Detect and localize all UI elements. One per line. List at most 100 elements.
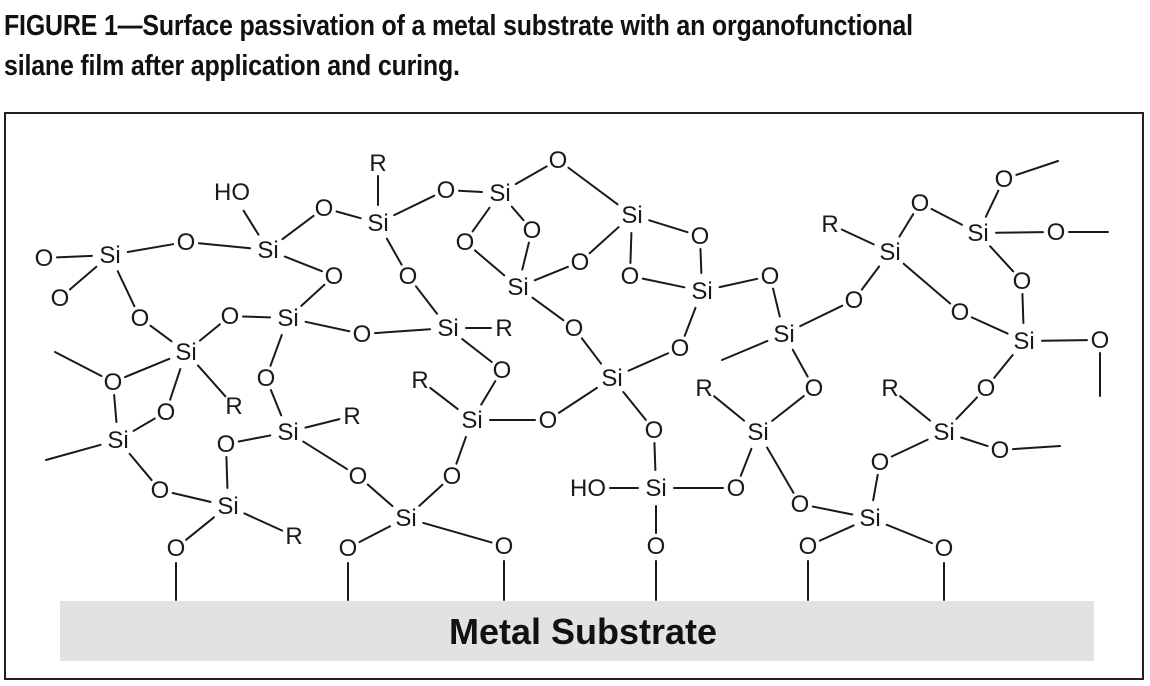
oxygen-atom: O [353, 321, 372, 348]
bond-line [124, 357, 171, 379]
oxygen-atom: O [35, 245, 54, 272]
silicon-atom: Si [217, 493, 238, 520]
oxygen-atom: O [935, 535, 954, 562]
bond-lines [45, 160, 1109, 601]
silicon-atom: Si [933, 419, 954, 446]
bond-line [422, 521, 493, 544]
organic-group: R [285, 523, 302, 550]
bond-line [283, 255, 323, 273]
bond-line [840, 228, 875, 246]
silicon-atom: Si [367, 210, 388, 237]
silicon-atom: Si [1013, 328, 1034, 355]
bond-line [126, 243, 175, 253]
bond-line [171, 491, 212, 503]
silicon-atom: Si [773, 321, 794, 348]
bond-line [622, 391, 647, 421]
bond-line [627, 352, 670, 372]
oxygen-atom: O [1047, 219, 1066, 246]
bond-line [196, 364, 227, 398]
silicon-atom: Si [99, 242, 120, 269]
organic-group: R [369, 150, 386, 177]
oxygen-atom: O [167, 535, 186, 562]
oxygen-atom: O [325, 263, 344, 290]
oxygen-atom: O [645, 417, 664, 444]
bond-line [718, 277, 759, 289]
bond-line [510, 205, 525, 222]
bond-line [185, 516, 215, 541]
bond-line [366, 483, 394, 508]
bond-line [641, 277, 686, 289]
bond-line [514, 165, 548, 186]
oxygen-atom: O [911, 190, 930, 217]
oxygen-atom: O [647, 533, 666, 560]
oxygen-atom: O [951, 299, 970, 326]
silicon-atom: Si [489, 180, 510, 207]
bond-line [480, 380, 497, 406]
bond-line [304, 320, 351, 333]
bond-line [414, 285, 439, 315]
bond-line [739, 447, 753, 477]
bond-line [461, 338, 493, 364]
bond-line [811, 505, 854, 516]
bond-line [930, 207, 964, 226]
diagram-frame [4, 112, 1144, 680]
metal-substrate [60, 601, 1094, 661]
silicon-atom: Si [747, 419, 768, 446]
bond-line [243, 512, 284, 532]
oxygen-atom: O [565, 315, 584, 342]
silicon-atom: Si [257, 237, 278, 264]
bond-line [860, 265, 881, 291]
methyl-bond-line [54, 351, 103, 378]
organic-group: R [881, 375, 898, 402]
oxygen-atom: O [104, 369, 123, 396]
bond-line [984, 189, 1000, 218]
methyl-bond-line [1011, 445, 1061, 451]
organic-group: R [821, 211, 838, 238]
bond-line [699, 247, 703, 275]
silicon-atom: Si [691, 278, 712, 305]
bond-line [197, 242, 252, 250]
silicon-atom: Si [277, 305, 298, 332]
bond-line [899, 395, 932, 422]
bond-line [241, 315, 272, 319]
oxygen-atom: O [1013, 268, 1032, 295]
silicon-atom: Si [645, 475, 666, 502]
oxygen-atom: O [539, 407, 558, 434]
bond-line [772, 287, 781, 318]
bond-line [567, 166, 619, 206]
oxygen-atom: O [221, 303, 240, 330]
bond-line [960, 436, 989, 448]
bond-line [588, 226, 620, 255]
bond-line [683, 306, 697, 337]
bond-line [113, 393, 118, 424]
bond-line [653, 441, 657, 472]
oxygen-atom: O [339, 535, 358, 562]
bond-line [418, 483, 444, 507]
bond-line [993, 353, 1014, 379]
oxygen-atom: O [799, 533, 818, 560]
oxygen-atom: O [691, 223, 710, 250]
oxygen-atom: O [177, 229, 196, 256]
hydroxyl-group: HO [214, 179, 250, 206]
bond-line [335, 210, 362, 220]
bond-line [149, 324, 173, 343]
oxygen-atom: O [443, 463, 462, 490]
oxygen-atom: O [871, 449, 890, 476]
bond-line [455, 435, 467, 465]
bond-line [629, 231, 633, 265]
organic-group: R [495, 315, 512, 342]
silicon-atom: Si [621, 202, 642, 229]
silicon-atom: Si [107, 427, 128, 454]
oxygen-atom: O [805, 375, 824, 402]
bond-line [521, 241, 530, 271]
oxygen-atom: O [727, 475, 746, 502]
bond-line [557, 386, 598, 414]
bond-line [55, 254, 94, 259]
oxygen-atom: O [791, 491, 810, 518]
oxygen-atom: O [571, 249, 590, 276]
oxygen-atom: O [845, 287, 864, 314]
methyl-bond-line [721, 339, 769, 361]
bond-line [225, 455, 229, 490]
bond-line [580, 337, 603, 365]
